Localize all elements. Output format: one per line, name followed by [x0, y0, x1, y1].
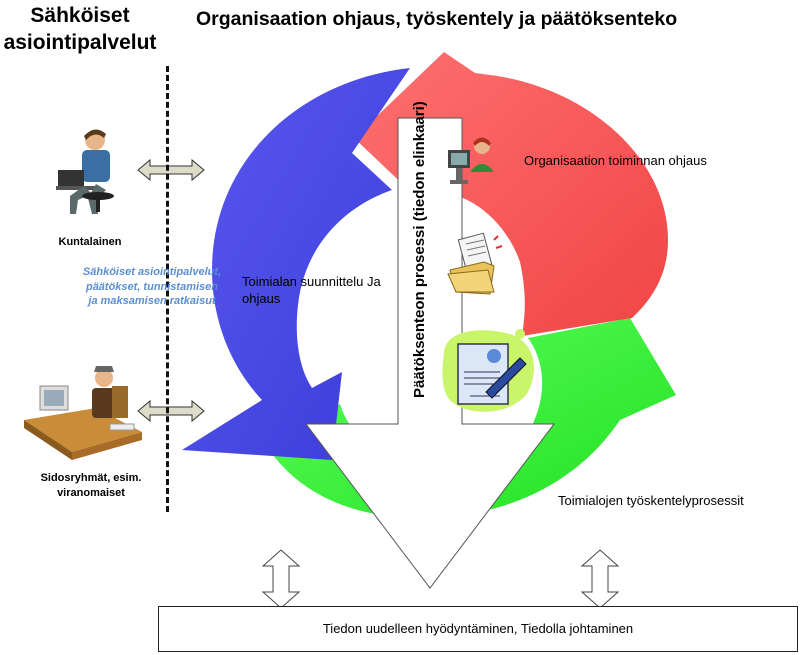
dashed-divider [166, 66, 169, 512]
services-note: Sähköiset asiointipalvelut, päätökset, t… [82, 266, 222, 307]
knowledge-reuse-box: Tiedon uudelleen hyödyntäminen, Tiedolla… [158, 606, 798, 652]
stakeholders-label: Sidosryhmät, esim. viranomaiset [40, 472, 142, 499]
red-segment-label: Organisaation toiminnan ohjaus [524, 153, 707, 168]
green-segment-label: Toimialojen työskentelyprosessit [558, 493, 744, 508]
monitor-user-icon [448, 137, 494, 184]
blue-arrow [182, 68, 410, 460]
page-title: Organisaation ohjaus, työskentely ja pää… [196, 8, 678, 30]
process-arrow-label: Päätöksenteon prosessi (tiedon elinkaari… [411, 101, 428, 398]
office-worker-icon [24, 366, 142, 460]
blue-segment-label: Toimialan suunnittelu Ja ohjaus [242, 274, 381, 306]
folder-document-icon [447, 232, 503, 295]
laptop-user-icon [56, 129, 114, 214]
exchange-arrow-stakeholders [137, 399, 205, 423]
exchange-arrow-left-bottom [261, 549, 301, 609]
left-title: Sähköiset asiointipalvelut [3, 4, 157, 54]
exchange-arrow-right-bottom [580, 549, 620, 609]
signed-document-icon [442, 329, 534, 412]
exchange-arrow-citizen [137, 158, 205, 182]
citizen-label: Kuntalainen [58, 236, 122, 248]
